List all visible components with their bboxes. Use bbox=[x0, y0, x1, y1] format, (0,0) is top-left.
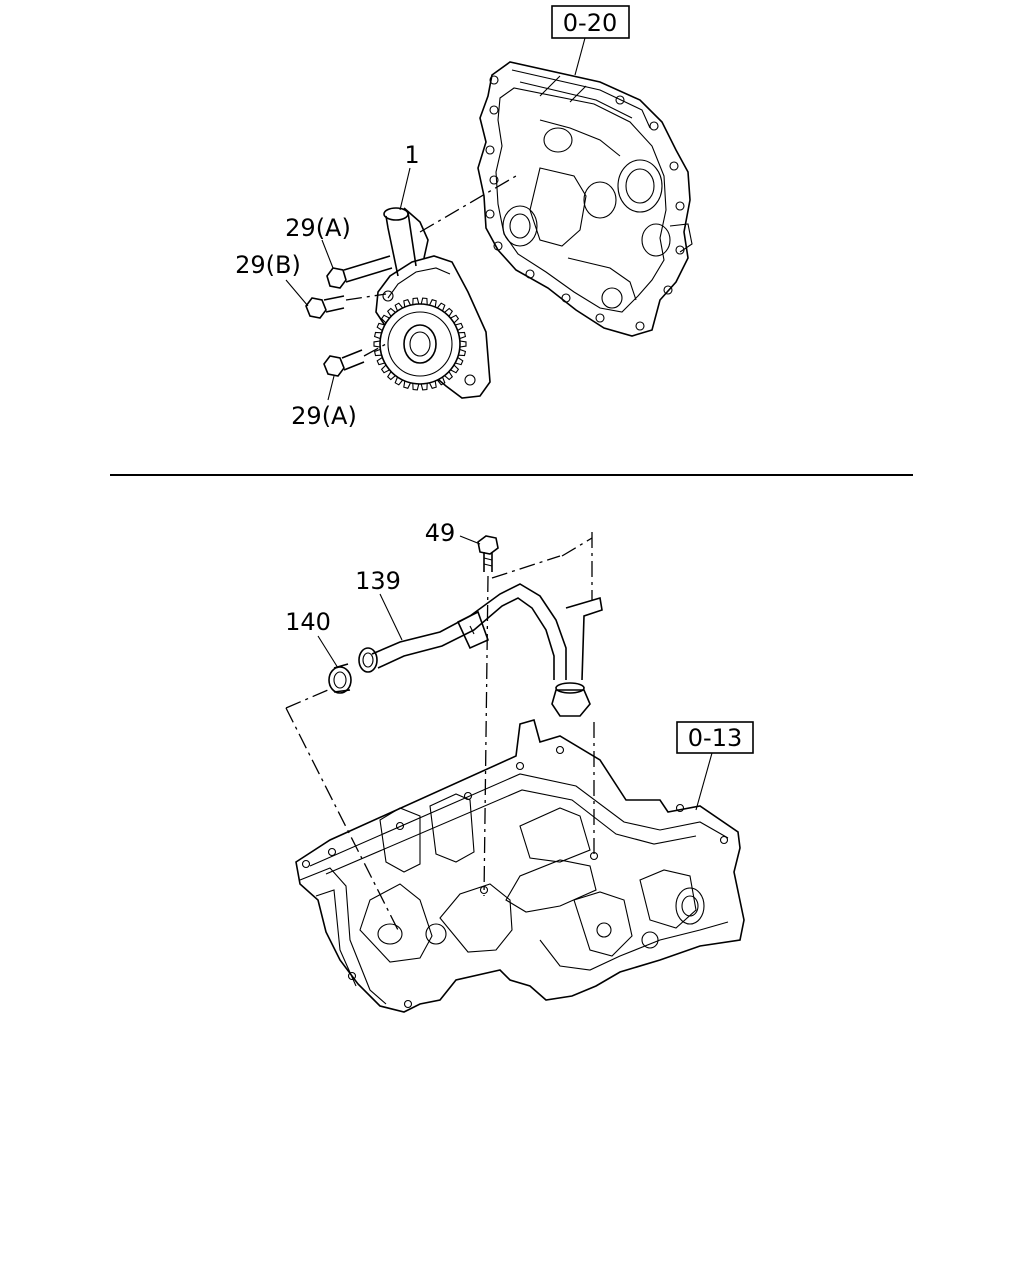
gear-tooth bbox=[420, 297, 428, 305]
gear-tooth bbox=[412, 297, 420, 305]
gear-tooth bbox=[376, 322, 385, 331]
label-part-1: 1 bbox=[404, 141, 419, 169]
gear-tooth bbox=[450, 364, 460, 374]
oil-pump-assembly bbox=[373, 207, 491, 399]
gear-tooth bbox=[436, 376, 446, 386]
gear-tooth bbox=[436, 302, 446, 312]
gear-tooth bbox=[380, 364, 390, 374]
gear-tooth bbox=[458, 331, 467, 340]
gear-tooth bbox=[455, 357, 464, 366]
label-part-49: 49 bbox=[425, 519, 456, 547]
gear-tooth bbox=[394, 376, 404, 386]
label-bolt-29a-lower: 29(A) bbox=[291, 402, 357, 430]
gear-tooth bbox=[403, 380, 411, 389]
leader-part-1 bbox=[399, 167, 411, 211]
gear-tooth bbox=[394, 302, 404, 312]
bottom-section: 0-13 bbox=[285, 519, 754, 1013]
gear-tooth bbox=[459, 340, 467, 348]
leader-0-20 bbox=[574, 37, 586, 76]
gear-tooth bbox=[444, 371, 454, 381]
gear-tooth bbox=[373, 348, 382, 357]
bolt-29-b bbox=[305, 293, 387, 319]
ref-box-0-20[interactable]: 0-20 bbox=[551, 5, 630, 39]
gear-tooth bbox=[403, 299, 411, 308]
leader-bolt-29a-lower bbox=[327, 375, 335, 401]
label-bolt-29b: 29(B) bbox=[235, 251, 301, 279]
leader-part-139 bbox=[379, 593, 403, 641]
gear-tooth bbox=[420, 383, 428, 391]
alignment-line-pump-case bbox=[419, 175, 517, 233]
oil-strainer-pipe bbox=[358, 583, 603, 717]
label-part-140: 140 bbox=[285, 608, 331, 636]
timing-gear-case bbox=[477, 61, 693, 337]
leader-part-49 bbox=[459, 535, 481, 545]
oil-pan-crankcase bbox=[295, 719, 745, 1013]
label-part-139: 139 bbox=[355, 567, 401, 595]
gear-tooth bbox=[455, 322, 464, 331]
ref-box-0-13-label: 0-13 bbox=[688, 724, 742, 752]
ref-box-0-20-frame bbox=[551, 5, 630, 39]
gear-tooth bbox=[386, 307, 396, 317]
leader-part-140 bbox=[317, 635, 339, 669]
top-section: 0-20 bbox=[235, 5, 693, 430]
bolt-29-lower-a bbox=[323, 343, 387, 377]
gear-tooth bbox=[458, 348, 467, 357]
gear-tooth bbox=[373, 331, 382, 340]
label-bolt-29a-upper: 29(A) bbox=[285, 214, 351, 242]
bolt-49 bbox=[477, 535, 499, 572]
leader-0-13 bbox=[695, 752, 713, 811]
alignment-lines bbox=[285, 532, 595, 931]
leader-bolt-29a-upper bbox=[321, 239, 334, 269]
leader-bolt-29b bbox=[285, 279, 309, 307]
gear-tooth bbox=[412, 383, 420, 391]
gear-tooth bbox=[373, 340, 381, 348]
bolt-29-upper-a bbox=[326, 255, 393, 289]
gear-tooth bbox=[386, 371, 396, 381]
seal-ring-140 bbox=[328, 663, 352, 694]
ref-box-0-13-frame bbox=[676, 721, 754, 754]
gear-tooth bbox=[429, 299, 437, 308]
gear-tooth bbox=[450, 314, 460, 324]
ref-box-0-20-label: 0-20 bbox=[563, 9, 617, 37]
ref-box-0-13[interactable]: 0-13 bbox=[676, 721, 754, 754]
gear-tooth bbox=[429, 380, 437, 389]
gear-tooth bbox=[444, 307, 454, 317]
gear-tooth bbox=[380, 314, 390, 324]
gear-tooth bbox=[376, 357, 385, 366]
